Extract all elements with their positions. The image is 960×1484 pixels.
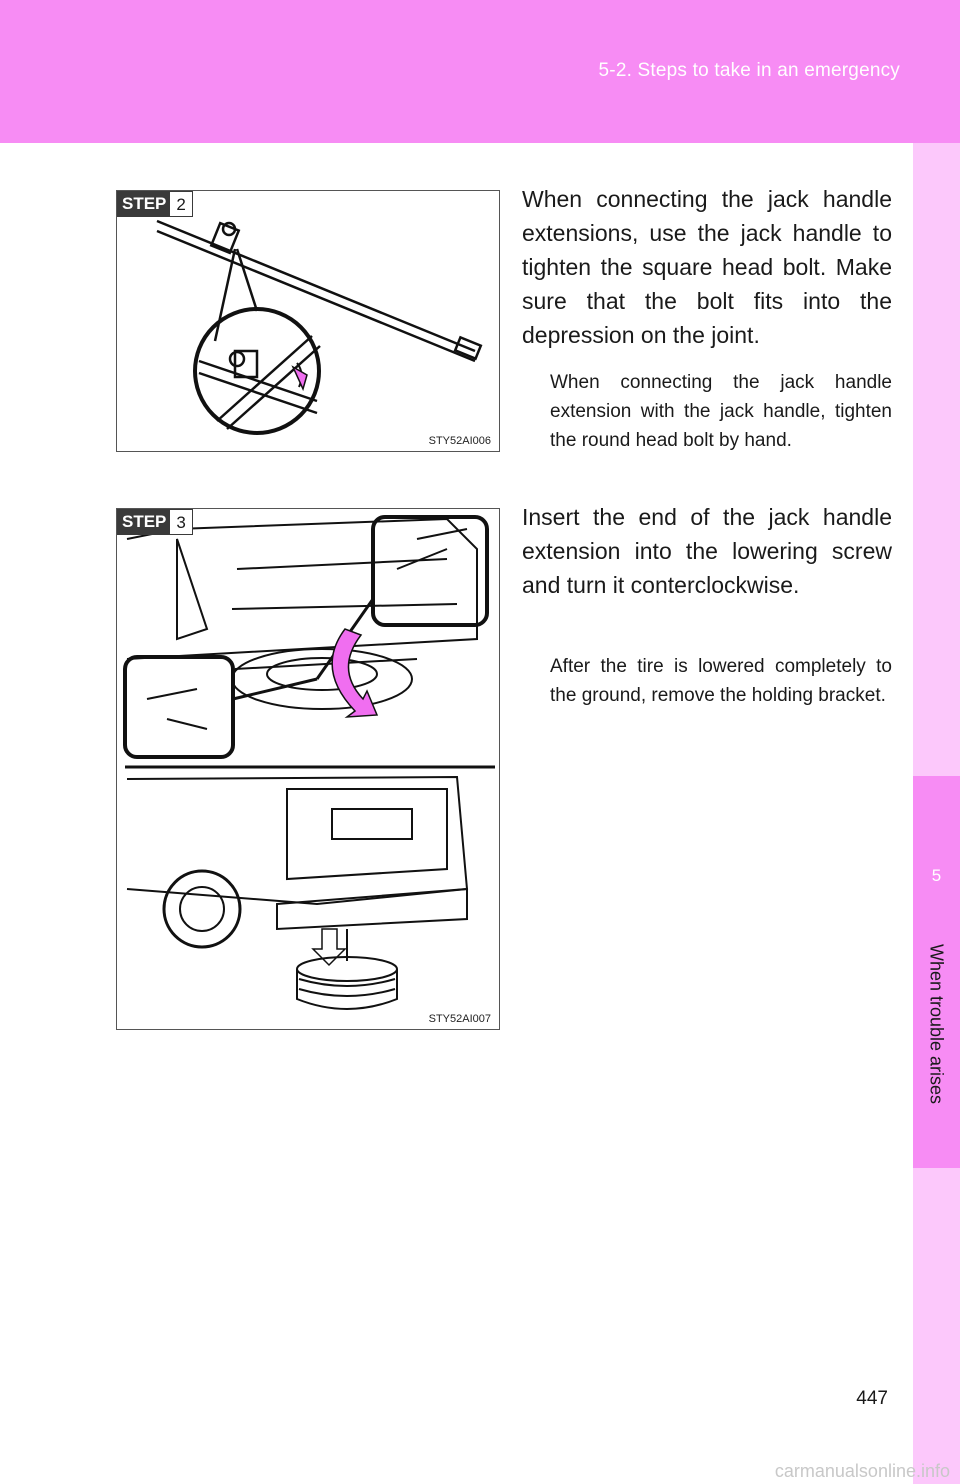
step-3-note: After the tire is lowered completely to … <box>550 656 892 706</box>
chapter-title: When trouble arises <box>926 943 947 1105</box>
figure-code: STY52AI006 <box>428 435 491 447</box>
step-3-instruction: Insert the end of the jack handle extens… <box>522 504 892 598</box>
step-2-instruction: When connecting the jack handle extensio… <box>522 186 892 348</box>
figure-code: STY52AI007 <box>428 1013 491 1025</box>
page-header: 5-2. Steps to take in an emergency <box>0 0 960 143</box>
step-2-note: When connecting the jack handle extensio… <box>550 372 892 451</box>
step-badge: STEP 3 <box>117 509 193 535</box>
step-label: STEP <box>117 191 171 217</box>
step-number: 2 <box>170 191 193 217</box>
jack-handle-illustration <box>156 219 483 435</box>
figure-jack-handle-extension: STEP 2 STY52AI006 <box>116 190 500 452</box>
figure-lowering-spare-tire: STEP 3 STY52AI007 <box>116 508 500 1030</box>
watermark: carmanualsonline.info <box>774 1461 950 1481</box>
step-badge: STEP 2 <box>117 191 193 217</box>
step-label: STEP <box>117 509 171 535</box>
chapter-number: 5 <box>931 866 942 885</box>
section-title: 5-2. Steps to take in an emergency <box>598 60 900 81</box>
chapter-tab <box>913 776 960 1168</box>
spare-tire-illustration <box>123 515 495 1010</box>
step-number: 3 <box>170 509 193 535</box>
page-number: 447 <box>856 1388 888 1409</box>
